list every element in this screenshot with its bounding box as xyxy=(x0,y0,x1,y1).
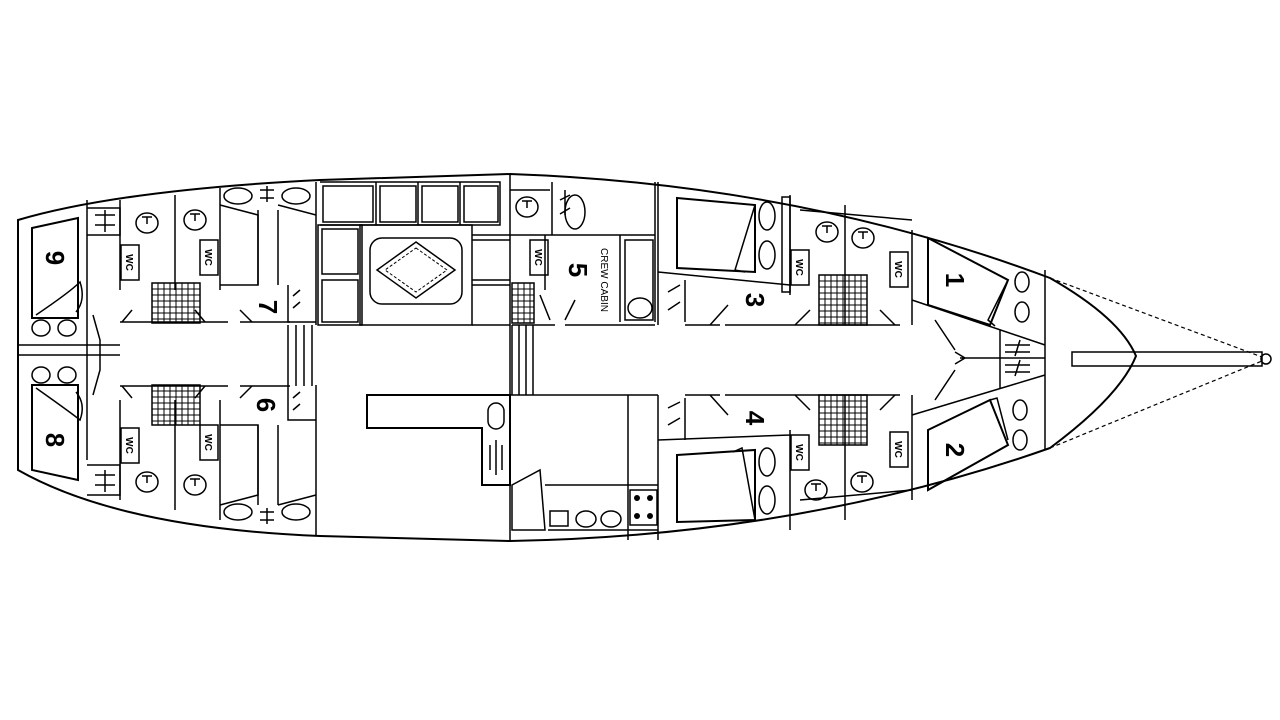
shower-grid xyxy=(818,274,868,326)
wc-label: WC xyxy=(892,441,903,458)
toilet-icon xyxy=(183,474,207,496)
wc-label: WC xyxy=(123,254,134,271)
galley xyxy=(366,174,658,541)
toilet-icon xyxy=(815,221,839,243)
wc-box: WC xyxy=(889,431,909,468)
toilets xyxy=(135,196,875,501)
crew-cabin-label: CREW CABIN xyxy=(598,248,609,312)
wc-box: WC xyxy=(120,244,140,281)
cabin-label-4: 4 xyxy=(740,411,770,426)
cabin-label-8: 8 xyxy=(40,433,70,447)
shower-grid xyxy=(151,384,201,426)
wc-label: WC xyxy=(202,249,213,266)
aft-cabins xyxy=(119,182,317,535)
wc-label: WC xyxy=(202,434,213,451)
wc-label: WC xyxy=(532,249,543,266)
shower-grids xyxy=(151,274,868,446)
stern-cabins xyxy=(18,200,121,496)
cabin-label-1: 1 xyxy=(940,273,970,287)
saloon-table xyxy=(369,237,463,305)
shower-grid xyxy=(151,282,201,324)
wc-box: WC xyxy=(790,249,810,286)
shower-grid xyxy=(511,282,535,324)
cabin-label-9: 9 xyxy=(40,251,70,265)
bowsprit xyxy=(1071,351,1263,367)
wc-box: WC xyxy=(529,239,549,276)
bowsprit-tip xyxy=(1260,353,1272,365)
wc-box: WC xyxy=(199,424,219,461)
stove xyxy=(629,489,658,526)
forestay-lines xyxy=(1049,277,1263,449)
cabin-label-6: 6 xyxy=(251,398,281,412)
wc-box: WC xyxy=(790,434,810,471)
toilet-icon xyxy=(515,196,539,218)
toilet-icon xyxy=(135,212,159,234)
toilet-icon xyxy=(135,471,159,493)
cabin-label-2: 2 xyxy=(940,443,970,457)
cabin-label-3: 3 xyxy=(740,293,770,307)
saloon xyxy=(317,181,510,326)
mid-cabins xyxy=(657,182,913,540)
wc-box: WC xyxy=(120,427,140,464)
shower-grid xyxy=(818,394,868,446)
hull-outline xyxy=(17,172,1138,543)
stairs xyxy=(287,325,534,395)
toilet-icon xyxy=(851,227,875,249)
crew-cabin xyxy=(510,182,656,326)
bow-cabins xyxy=(911,236,1046,492)
wc-box: WC xyxy=(889,251,909,288)
wc-box: WC xyxy=(199,239,219,276)
wc-boxes: WC WC WC WC WC WC WC WC WC xyxy=(120,239,909,471)
cabin-label-7: 7 xyxy=(253,300,283,314)
wc-label: WC xyxy=(123,437,134,454)
toilet-icon xyxy=(850,471,874,493)
cabin-label-5: 5 xyxy=(563,263,593,277)
toilet-icon xyxy=(183,209,207,231)
wc-label: WC xyxy=(793,259,804,276)
wc-label: WC xyxy=(793,444,804,461)
wc-label: WC xyxy=(892,261,903,278)
toilet-icon xyxy=(804,479,828,501)
